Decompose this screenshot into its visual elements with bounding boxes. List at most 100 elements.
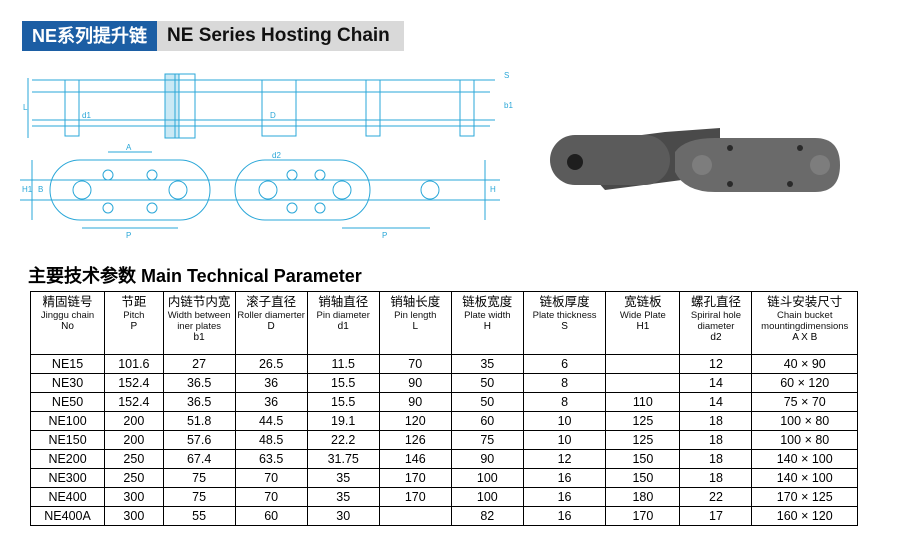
table-cell: 70 [234, 468, 308, 488]
table-cell: NE200 [29, 449, 106, 469]
table-cell: 14 [679, 392, 753, 412]
column-header-cn: 节距 [121, 295, 147, 309]
table-cell: 14 [679, 373, 753, 393]
table-cell: 27 [162, 354, 236, 374]
table-cell: 50 [450, 392, 524, 412]
label-p2: P [382, 231, 387, 240]
column-header-sym: d2 [710, 332, 722, 343]
table-cell: 75 [450, 430, 524, 450]
label-d1: d1 [82, 111, 91, 120]
table-cell: 120 [378, 411, 452, 431]
table-cell: 22 [679, 487, 753, 507]
table-cell: 50 [450, 373, 524, 393]
table-cell: 140 × 100 [751, 468, 858, 488]
table-cell: NE150 [29, 430, 106, 450]
table-cell: 150 [605, 468, 681, 488]
column-header-en: Roller diamerter [237, 310, 305, 321]
table-cell: 8 [522, 373, 607, 393]
table-cell: 22.2 [306, 430, 380, 450]
table-cell: 67.4 [162, 449, 236, 469]
table-cell [378, 506, 452, 526]
table-cell: 125 [605, 411, 681, 431]
table-cell: 200 [104, 411, 164, 431]
column-header-sym: P [130, 321, 138, 332]
table-cell: 101.6 [104, 354, 164, 374]
column-header-sym: d1 [337, 321, 349, 332]
column-header-en: Jinggu chain [40, 310, 95, 321]
table-cell: 75 [162, 468, 236, 488]
label-h: H [490, 185, 496, 194]
column-header-en: Wide Plate [619, 310, 666, 321]
column-header-en: Plate width [464, 310, 511, 321]
label-a: A [126, 143, 132, 152]
table-cell: 6 [522, 354, 607, 374]
table-cell: NE50 [29, 392, 106, 412]
table-cell: 180 [605, 487, 681, 507]
table-cell: 146 [378, 449, 452, 469]
table-cell: 75 × 70 [751, 392, 858, 412]
column-header-en: Plate thickness [532, 310, 597, 321]
table-cell: 30 [306, 506, 380, 526]
table-cell: 90 [378, 373, 452, 393]
table-cell: NE400A [29, 506, 106, 526]
table-cell: 150 [605, 449, 681, 469]
table-cell: 16 [522, 506, 607, 526]
table-cell: 160 × 120 [751, 506, 858, 526]
table-cell: 36 [234, 392, 308, 412]
column-header-en: Width between iner plates [167, 310, 231, 332]
column-header-sym: b1 [193, 332, 205, 343]
table-cell: 100 × 80 [751, 411, 858, 431]
label-d: D [270, 111, 276, 120]
table-cell: 16 [522, 468, 607, 488]
table-cell: 152.4 [104, 373, 164, 393]
table-cell: NE30 [29, 373, 106, 393]
table-cell: 36.5 [162, 373, 236, 393]
table-cell: 170 [605, 506, 681, 526]
table-cell: 170 × 125 [751, 487, 858, 507]
label-b: B [38, 185, 43, 194]
banner-cn-title: NE系列提升链 [22, 21, 158, 51]
label-d2: d2 [272, 151, 281, 160]
column-header-sym: S [561, 321, 568, 332]
table-cell: 250 [104, 449, 164, 469]
banner-en-title: NE Series Hosting Chain [157, 21, 404, 51]
table-cell: 12 [679, 354, 753, 374]
chain-technical-drawing: L d1 D b1 S A d2 H1 B P H P [20, 71, 513, 240]
table-cell: 15.5 [306, 373, 380, 393]
column-header-cn: 内链节内宽 [167, 295, 231, 309]
table-cell: 18 [679, 430, 753, 450]
table-cell: 70 [234, 487, 308, 507]
table-cell: 51.8 [162, 411, 236, 431]
table-cell [605, 373, 681, 393]
table-cell: 100 × 80 [751, 430, 858, 450]
column-header-en: Spiriral hole diameter [690, 310, 742, 332]
column-header-sym: No [61, 321, 74, 332]
table-cell: 250 [104, 468, 164, 488]
table-cell: 60 [234, 506, 308, 526]
column-header-cn: 螺孔直径 [690, 295, 741, 309]
table-cell: 10 [522, 411, 607, 431]
table-cell: 63.5 [234, 449, 308, 469]
table-cell: 19.1 [306, 411, 380, 431]
column-header-cn: 销轴直径 [318, 295, 369, 309]
table-cell: 48.5 [234, 430, 308, 450]
table-cell: 31.75 [306, 449, 380, 469]
table-cell: 18 [679, 468, 753, 488]
column-header-cn: 销轴长度 [390, 295, 441, 309]
table-cell: 170 [378, 487, 452, 507]
column-header-en: Pin length [394, 310, 437, 321]
table-cell [605, 354, 681, 374]
